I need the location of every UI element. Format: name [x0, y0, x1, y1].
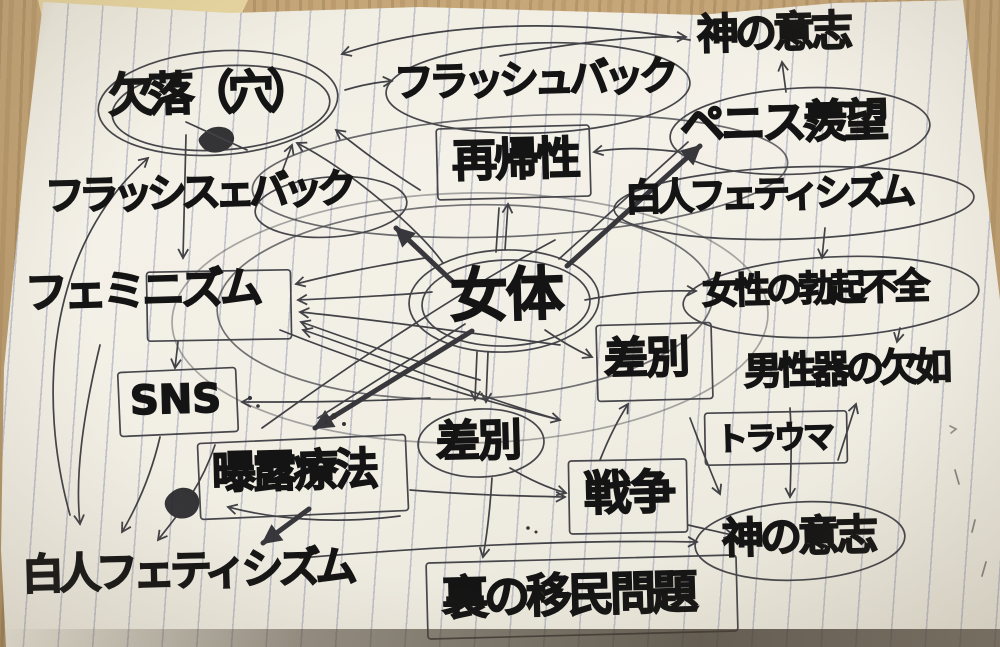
node-white-fetishism-right: 白人フェティシズム [624, 168, 912, 220]
node-penis-envy: ペニス羨望 [679, 93, 887, 153]
node-war: 戦争 [582, 464, 675, 523]
node-white-fetishism-bottom: 白人フェティシズム [21, 541, 354, 600]
node-lack-of-male-genitalia: 男性器の欠如 [743, 344, 950, 395]
node-lack-hole: 欠落（穴） [107, 63, 310, 124]
node-flashback: フラッシュバック [393, 53, 676, 108]
node-exposure-therapy: 曝露療法 [211, 443, 378, 500]
node-trauma: トラウマ [715, 417, 834, 460]
ink-scribbles [164, 121, 987, 577]
node-discrimination-ellipse: 差別 [435, 414, 522, 469]
node-hidden-immigration-problem: 裏の移民問題 [441, 564, 696, 626]
node-feminism: フェミニズム [24, 262, 261, 320]
node-outlines [97, 41, 980, 640]
node-recursivity: 再帰性 [451, 131, 580, 189]
node-female-body-center: 女体 [448, 259, 563, 332]
node-flashback-misspelled: フラッシスェバック [44, 165, 353, 221]
node-gods-will-bottom: 神の意志 [721, 509, 876, 564]
node-sns: SNS [129, 375, 223, 425]
node-female-erectile-dysfunction: 女性の勃起不全 [701, 265, 928, 313]
arrow-lines [52, 25, 905, 559]
node-discrimination-box: 差別 [603, 331, 690, 386]
node-gods-will-top: 神の意志 [696, 5, 851, 60]
paper-bottom-shadow [0, 629, 1000, 647]
thick-arrows [260, 141, 703, 546]
